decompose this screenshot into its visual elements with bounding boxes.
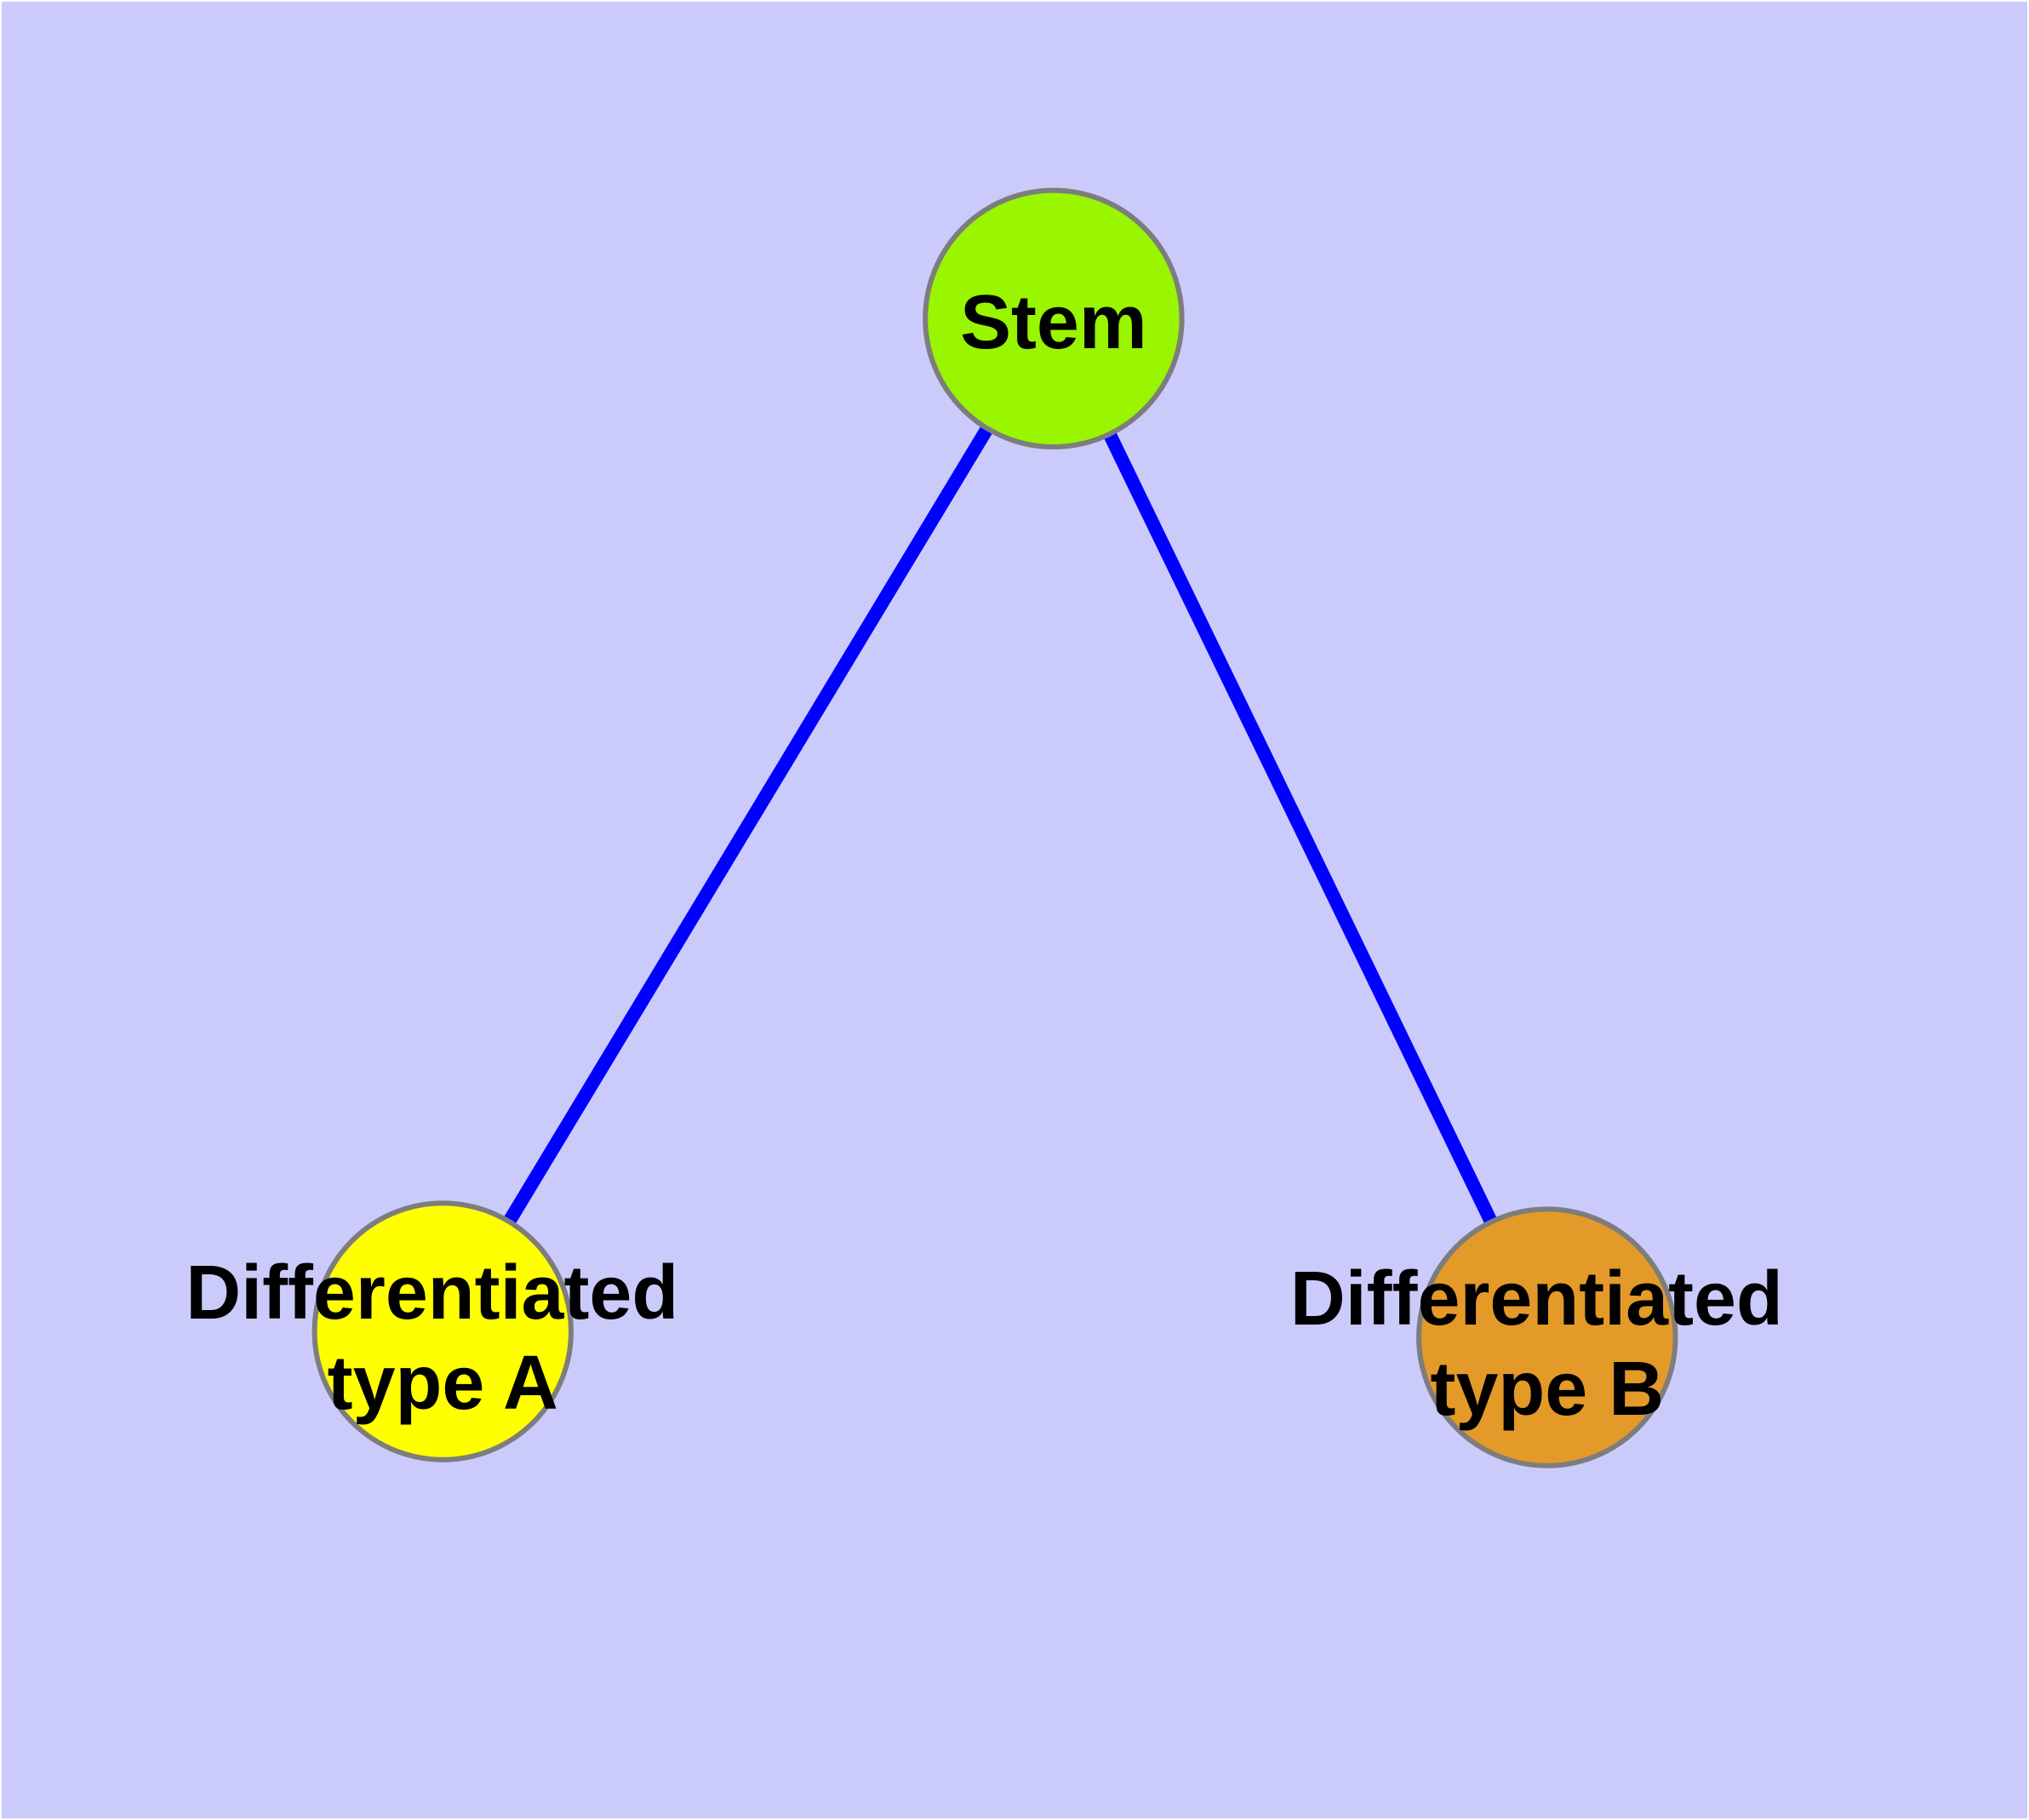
node-type-a-circle (311, 1200, 574, 1462)
node-type-b-label: Differentiated type B (1290, 1256, 1804, 1432)
node-type-b-label-line2: type B (1431, 1347, 1665, 1432)
edge-stem-to-type-b (1047, 315, 1554, 1341)
node-type-b-circle (1416, 1206, 1678, 1468)
node-type-b-label-line1: Differentiated (1290, 1256, 1783, 1342)
node-type-a-label-line1: Differentiated (186, 1251, 678, 1336)
edge-stem-to-type-a (437, 315, 1060, 1336)
node-stem-label: Stem (960, 280, 1147, 365)
node-stem-circle (923, 187, 1185, 450)
node-type-a-label: Differentiated type A (186, 1251, 700, 1426)
node-type-a-label-line2: type A (328, 1341, 558, 1426)
